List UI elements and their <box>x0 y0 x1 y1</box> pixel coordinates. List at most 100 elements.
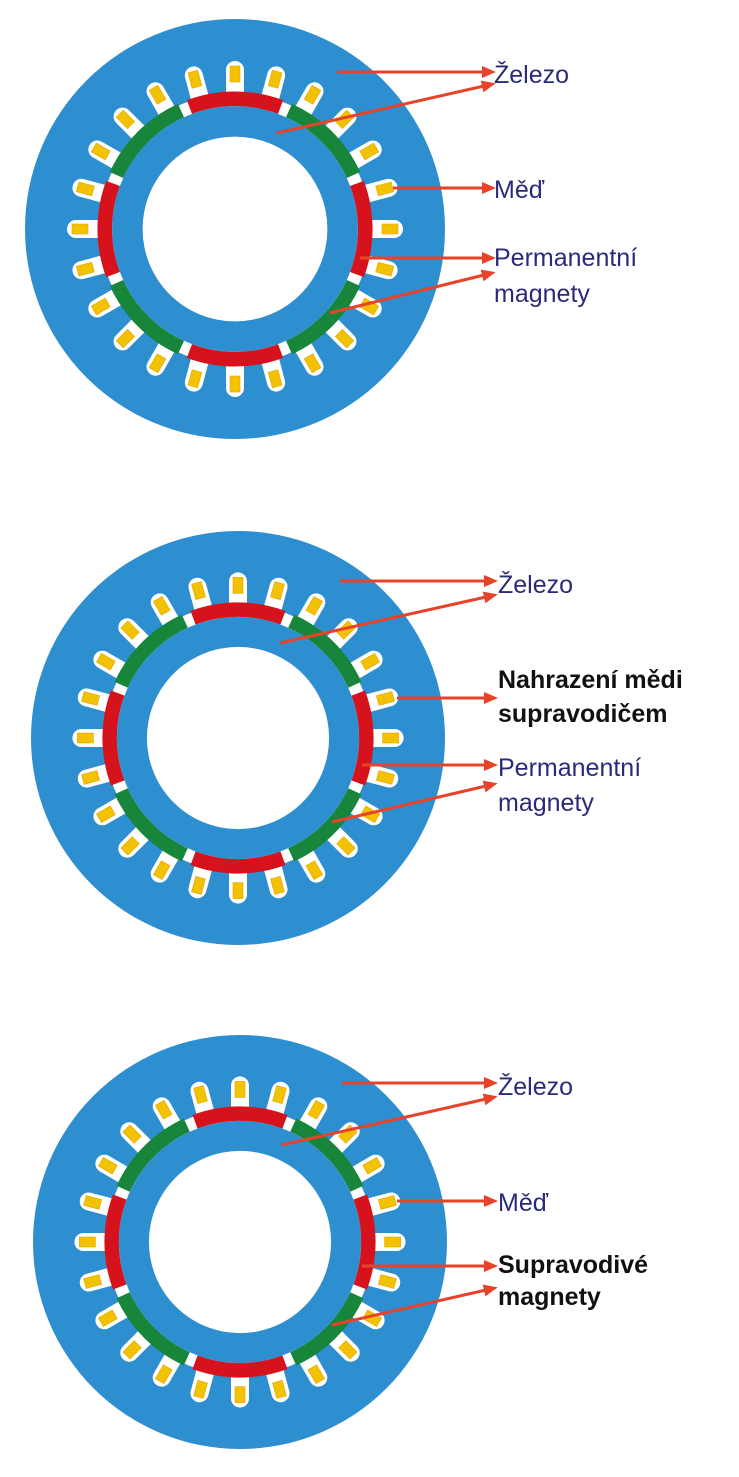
copper-winding <box>77 732 94 744</box>
copper-winding <box>334 328 355 349</box>
copper-winding <box>115 109 136 130</box>
copper-winding <box>272 1380 287 1399</box>
shaft-bore <box>142 136 328 322</box>
copper-winding <box>272 1085 287 1104</box>
copper-winding <box>267 369 283 389</box>
copper-winding <box>381 223 399 235</box>
copper-winding <box>90 142 111 161</box>
magnet-pole-red <box>351 690 374 786</box>
stator-slot <box>72 729 112 747</box>
iron-arrow-inner <box>281 1093 498 1147</box>
copper-winding <box>71 223 89 235</box>
winding-label: Měď <box>494 176 545 204</box>
copper-winding <box>81 691 100 706</box>
copper-winding <box>75 181 95 197</box>
stator-slot <box>67 220 107 238</box>
motor-3 <box>33 1035 498 1449</box>
copper-winding <box>378 1195 397 1210</box>
copper-winding <box>336 836 356 856</box>
magnet-pole-green <box>109 279 185 355</box>
magnet-pole-red <box>350 180 373 278</box>
copper-winding <box>83 1274 102 1289</box>
magnet-pole-green <box>290 1118 364 1192</box>
copper-winding <box>229 65 241 83</box>
copper-winding <box>81 770 100 785</box>
copper-winding <box>191 581 206 600</box>
winding-label: supravodičem <box>498 700 668 728</box>
copper-winding <box>334 109 355 130</box>
iron-label: Železo <box>498 571 574 599</box>
copper-winding <box>152 860 171 880</box>
stator-slot <box>231 1368 249 1408</box>
magnets-label: Supravodivé <box>498 1251 649 1279</box>
copper-winding <box>375 181 395 197</box>
copper-winding <box>122 1124 142 1144</box>
copper-winding <box>232 577 244 594</box>
copper-winding <box>193 1380 208 1399</box>
magnet-pole-red <box>192 1106 288 1129</box>
copper-winding <box>120 836 140 856</box>
copper-winding <box>122 1340 142 1360</box>
copper-winding <box>154 1364 173 1384</box>
magnet-pole-green <box>109 103 185 179</box>
copper-winding <box>96 805 116 824</box>
iron-arrow-inner <box>279 591 498 645</box>
copper-winding <box>338 1340 358 1360</box>
magnet-pole-red <box>102 690 125 786</box>
copper-winding <box>75 261 95 277</box>
copper-winding <box>382 732 399 744</box>
copper-winding <box>270 876 285 895</box>
copper-winding <box>232 882 244 899</box>
copper-winding <box>96 652 116 671</box>
copper-winding <box>191 876 206 895</box>
magnet-pole-green <box>288 614 362 688</box>
magnet-pole-green <box>290 1292 364 1366</box>
magnet-pole-green <box>114 788 188 862</box>
stator-slot <box>226 61 244 101</box>
copper-winding <box>303 353 322 374</box>
copper-winding <box>270 581 285 600</box>
stator-slot <box>74 1233 114 1251</box>
motor-2 <box>31 531 498 945</box>
copper-winding <box>98 1156 118 1175</box>
magnet-pole-green <box>116 1292 190 1366</box>
copper-winding <box>378 1274 397 1289</box>
copper-winding <box>360 652 380 671</box>
copper-winding <box>79 1236 96 1248</box>
stator-slot <box>363 220 403 238</box>
magnets-label: Permanentní <box>494 244 638 272</box>
copper-winding <box>307 1100 326 1120</box>
magnets-label: magnety <box>494 280 590 308</box>
iron-label: Železo <box>498 1073 574 1101</box>
magnets-arrow-green <box>331 780 498 824</box>
copper-winding <box>229 375 241 393</box>
winding-label: Nahrazení mědi <box>498 666 683 694</box>
stator-slot <box>366 1233 406 1251</box>
magnet-pole-green <box>116 1118 190 1192</box>
magnet-pole-green <box>285 279 361 355</box>
winding-label: Měď <box>498 1189 549 1217</box>
copper-winding <box>362 1156 382 1175</box>
copper-winding <box>234 1386 246 1403</box>
iron-label: Železo <box>494 61 570 89</box>
magnets-label: magnety <box>498 789 594 817</box>
magnet-pole-green <box>114 614 188 688</box>
magnets-arrow-green <box>329 269 496 315</box>
magnet-pole-red <box>97 180 120 278</box>
motor-1 <box>25 19 496 439</box>
magnet-pole-red <box>186 344 284 367</box>
copper-winding <box>148 84 167 105</box>
copper-winding <box>98 1309 118 1328</box>
iron-arrow-inner <box>276 80 496 135</box>
copper-winding <box>305 860 324 880</box>
magnet-pole-green <box>285 103 361 179</box>
copper-winding <box>187 69 203 89</box>
copper-winding <box>152 596 171 616</box>
copper-winding <box>303 84 322 105</box>
magnet-pole-red <box>190 851 286 874</box>
magnets-arrow-green <box>331 1284 498 1327</box>
magnet-pole-red <box>186 91 284 114</box>
copper-winding <box>359 142 380 161</box>
magnet-pole-green <box>288 788 362 862</box>
